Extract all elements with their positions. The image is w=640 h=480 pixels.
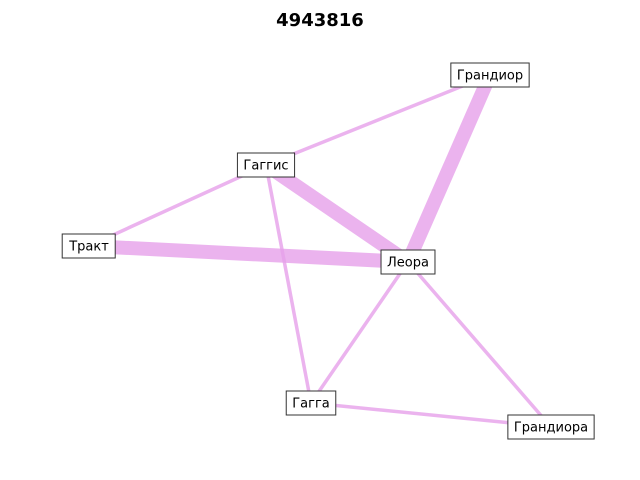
edge-grandior-leora [401, 72, 497, 265]
node-box [285, 390, 337, 416]
node-grandiora: Грандиора [507, 414, 595, 440]
node-trakt: Тракт [61, 233, 116, 259]
node-grandior: Грандиор [450, 62, 530, 88]
edges-layer [88, 72, 553, 429]
node-label: Леора [387, 256, 429, 271]
edge-trakt-leora [88, 239, 409, 269]
node-label: Гагга [292, 397, 330, 412]
node-box [450, 62, 530, 88]
edge-leora-gagga [309, 261, 410, 404]
node-leora: Леора [380, 249, 436, 275]
node-label: Тракт [68, 240, 109, 255]
node-gagga: Гагга [285, 390, 337, 416]
diagram-title: 4943816 [276, 10, 364, 31]
node-box [507, 414, 595, 440]
node-box [61, 233, 116, 259]
edge-gaggis-trakt [88, 163, 267, 248]
edge-gaggis-leora [262, 159, 412, 268]
node-box [236, 152, 296, 178]
node-label: Гаггис [243, 159, 288, 174]
node-gaggis: Гаггис [236, 152, 296, 178]
node-box [380, 249, 436, 275]
edge-gaggis-gagga [264, 164, 313, 404]
edge-grandior-gaggis [265, 73, 491, 167]
node-label: Грандиор [457, 69, 523, 84]
edge-leora-grandiora [406, 260, 553, 429]
node-label: Грандиора [514, 421, 588, 436]
